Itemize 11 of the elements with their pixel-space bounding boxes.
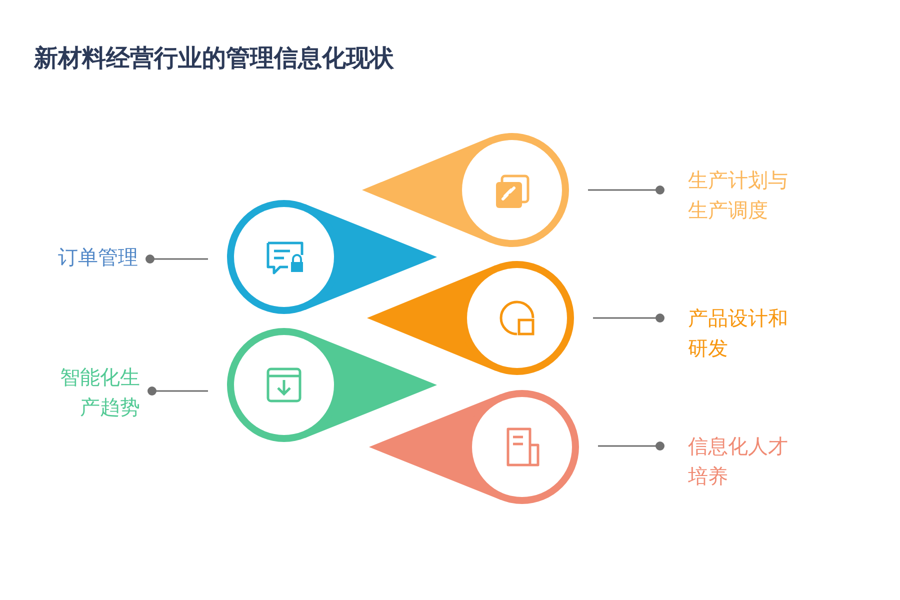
- item-label: 订单管理: [57, 244, 138, 271]
- leader-line: [593, 314, 664, 322]
- title: 新材料经营行业的管理信息化现状: [34, 43, 394, 74]
- item-label: 生产计划与生产调度: [688, 167, 789, 224]
- leader-line: [588, 186, 664, 194]
- leader-line: [598, 442, 664, 450]
- item-label: 产品设计和研发: [688, 305, 789, 362]
- leader-line: [148, 386, 208, 396]
- item-label: 智能化生产趋势: [59, 364, 140, 421]
- item-label: 信息化人才培养: [688, 433, 789, 490]
- leader-line: [146, 254, 208, 264]
